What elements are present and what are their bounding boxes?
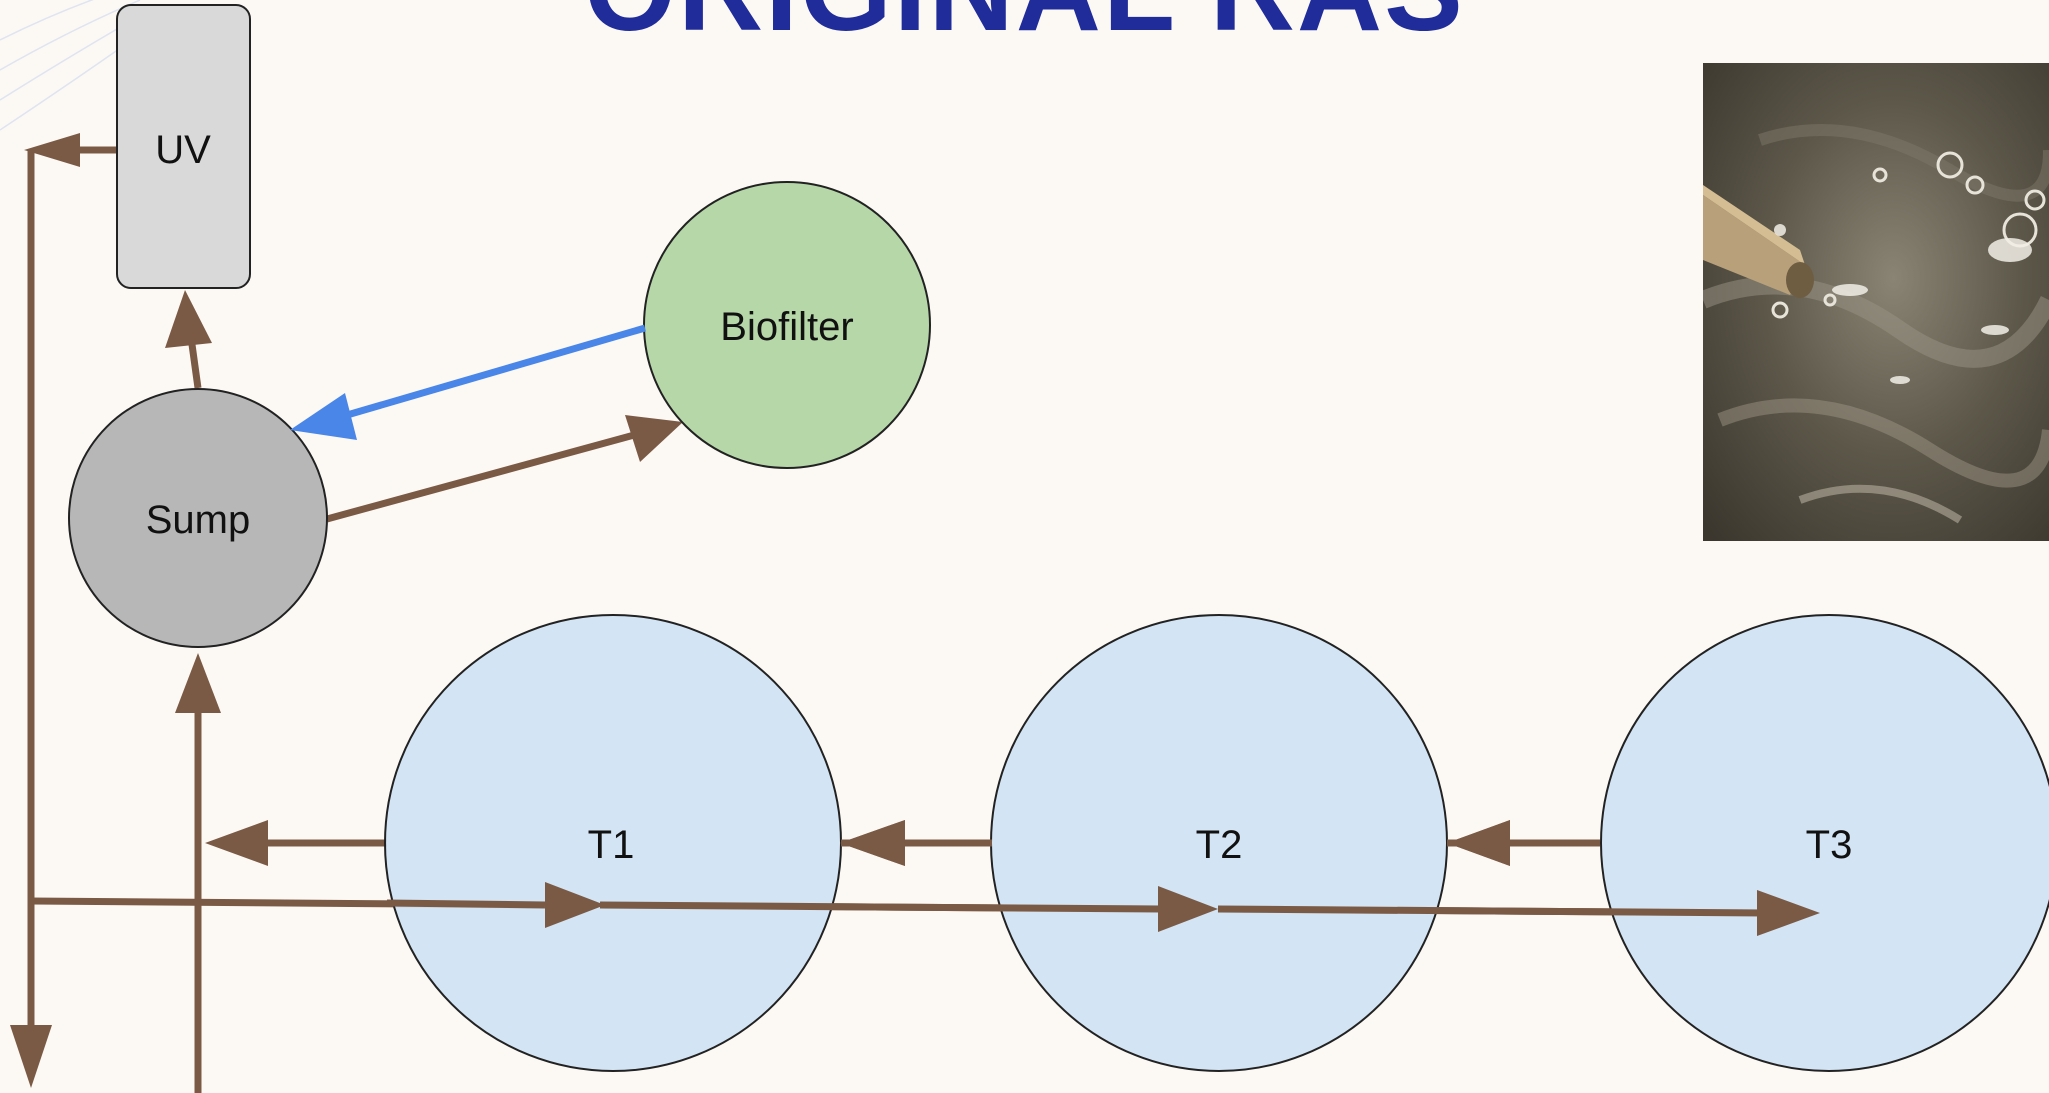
tank-t1-label: T1 [588, 823, 635, 867]
tank-t1: T1 [384, 614, 842, 1072]
arrowhead-into-biofilter [625, 415, 683, 462]
tank-t2: T2 [990, 614, 1448, 1072]
supply-line-overlay [386, 839, 1766, 917]
slide-title: ORIGINAL RAS [0, 0, 2049, 58]
arrowhead-drain-down [10, 1025, 52, 1088]
supply-arrowheads-overlay [545, 820, 1820, 936]
arrowhead-biofilter-to-sump [290, 393, 357, 440]
uv-label: UV [155, 128, 211, 172]
biofilter-node: Biofilter [643, 181, 931, 469]
tank-t3-label: T3 [1806, 823, 1853, 867]
arrowhead-uv-out [24, 133, 80, 167]
arrowhead-t1-return [205, 820, 268, 866]
uv-unit: UV [116, 4, 251, 289]
sump-to-biofilter-line [326, 428, 646, 523]
sump-label: Sump [146, 498, 251, 542]
arrowhead-into-sump [175, 653, 221, 713]
biofilter-label: Biofilter [720, 305, 853, 349]
arrowhead-into-uv [165, 290, 212, 348]
aerated-water-photo [1703, 63, 2049, 541]
sump-node: Sump [68, 388, 328, 648]
biofilter-return-flow [290, 324, 646, 440]
tank-t3: T3 [1600, 614, 2049, 1072]
tank-t2-label: T2 [1196, 823, 1243, 867]
